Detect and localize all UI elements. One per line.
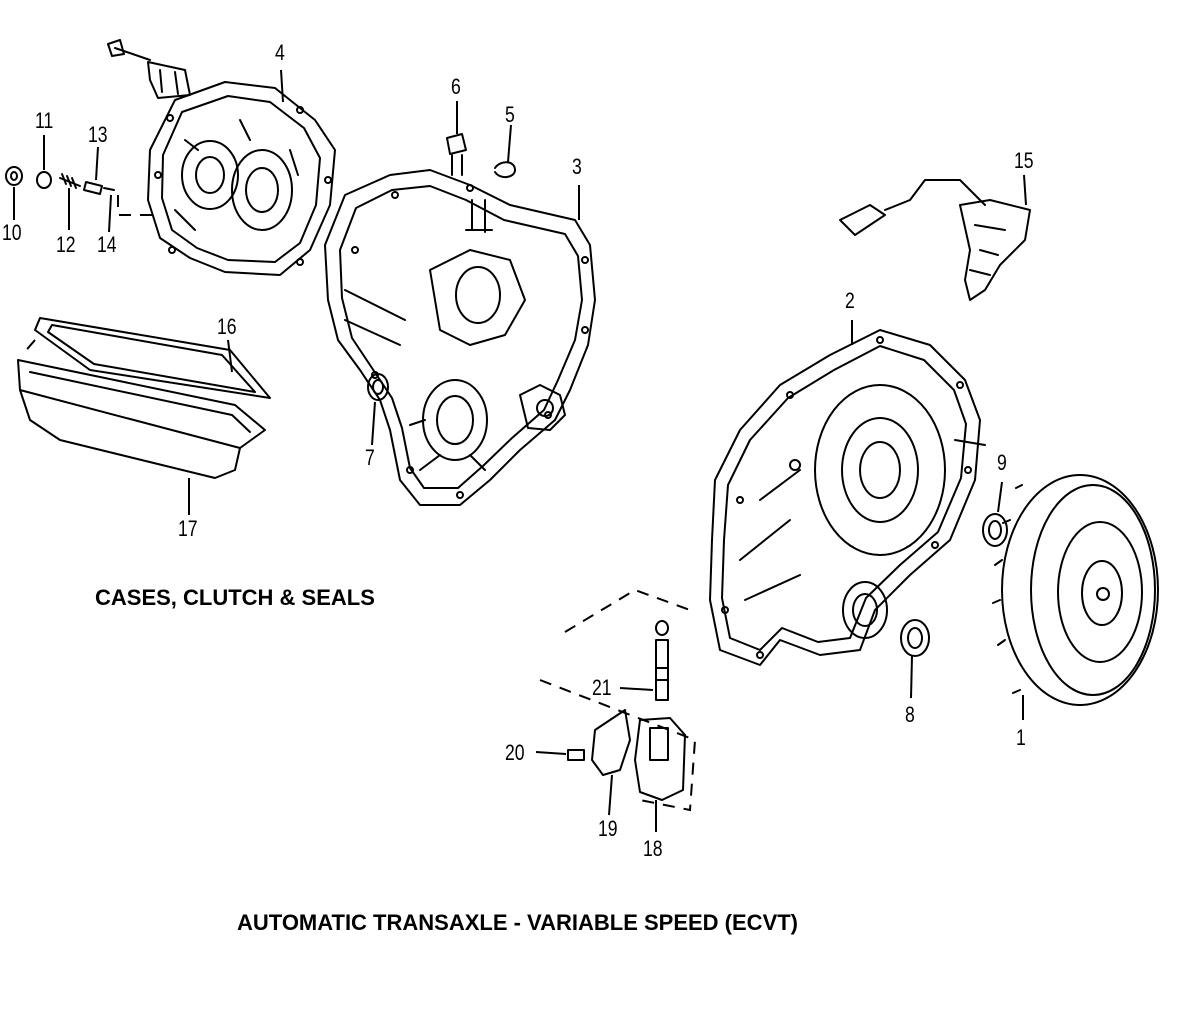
callout-16: 16 (217, 314, 237, 339)
callout-17: 17 (178, 516, 198, 541)
callout-12: 12 (56, 232, 76, 257)
part-13-valve (83, 181, 103, 195)
callout-5: 5 (505, 102, 515, 127)
callout-20: 20 (505, 740, 525, 765)
part-20-bolt (567, 749, 585, 761)
callout-1: 1 (1016, 725, 1026, 750)
callout-11: 11 (35, 108, 54, 133)
part-16-pan-gasket (34, 317, 271, 399)
callout-19: 19 (598, 816, 618, 841)
part-1-torque-converter (992, 474, 1159, 706)
part-4-housing-cover (107, 39, 336, 276)
callout-18: 18 (643, 836, 663, 861)
part-12-spring (59, 173, 81, 189)
part-14-pin (103, 187, 115, 191)
part-17-oil-pan (17, 359, 266, 479)
part-10-plug (5, 166, 23, 186)
section-caption: CASES, CLUTCH & SEALS (95, 585, 375, 610)
callout-15: 15 (1014, 148, 1034, 173)
dashed-reference-lines (21, 195, 697, 812)
callout-4: 4 (275, 40, 285, 65)
part-15-sensor-harness (839, 179, 1031, 301)
callout-leaders (13, 69, 1027, 832)
callout-21: 21 (592, 675, 612, 700)
part-7-oil-seal (367, 373, 389, 401)
callout-3: 3 (572, 154, 582, 179)
part-11-washer (36, 171, 52, 189)
part-5-clip (494, 161, 516, 178)
callout-14: 14 (97, 232, 117, 257)
part-18-valve-body (634, 717, 686, 801)
callout-9: 9 (997, 450, 1007, 475)
callout-8: 8 (905, 702, 915, 727)
callout-6: 6 (451, 74, 461, 99)
callout-2: 2 (845, 288, 855, 313)
part-21-shaft (655, 620, 669, 701)
callout-10: 10 (2, 220, 22, 245)
part-2-torque-converter-housing (709, 329, 986, 666)
callout-7: 7 (365, 445, 375, 470)
callout-13: 13 (88, 122, 108, 147)
diagram-title: AUTOMATIC TRANSAXLE - VARIABLE SPEED (EC… (237, 910, 799, 935)
part-9-oil-seal (982, 513, 1008, 547)
part-8-oil-seal (900, 619, 930, 657)
part-6-plug (446, 133, 467, 176)
part-19-gasket (591, 709, 631, 776)
